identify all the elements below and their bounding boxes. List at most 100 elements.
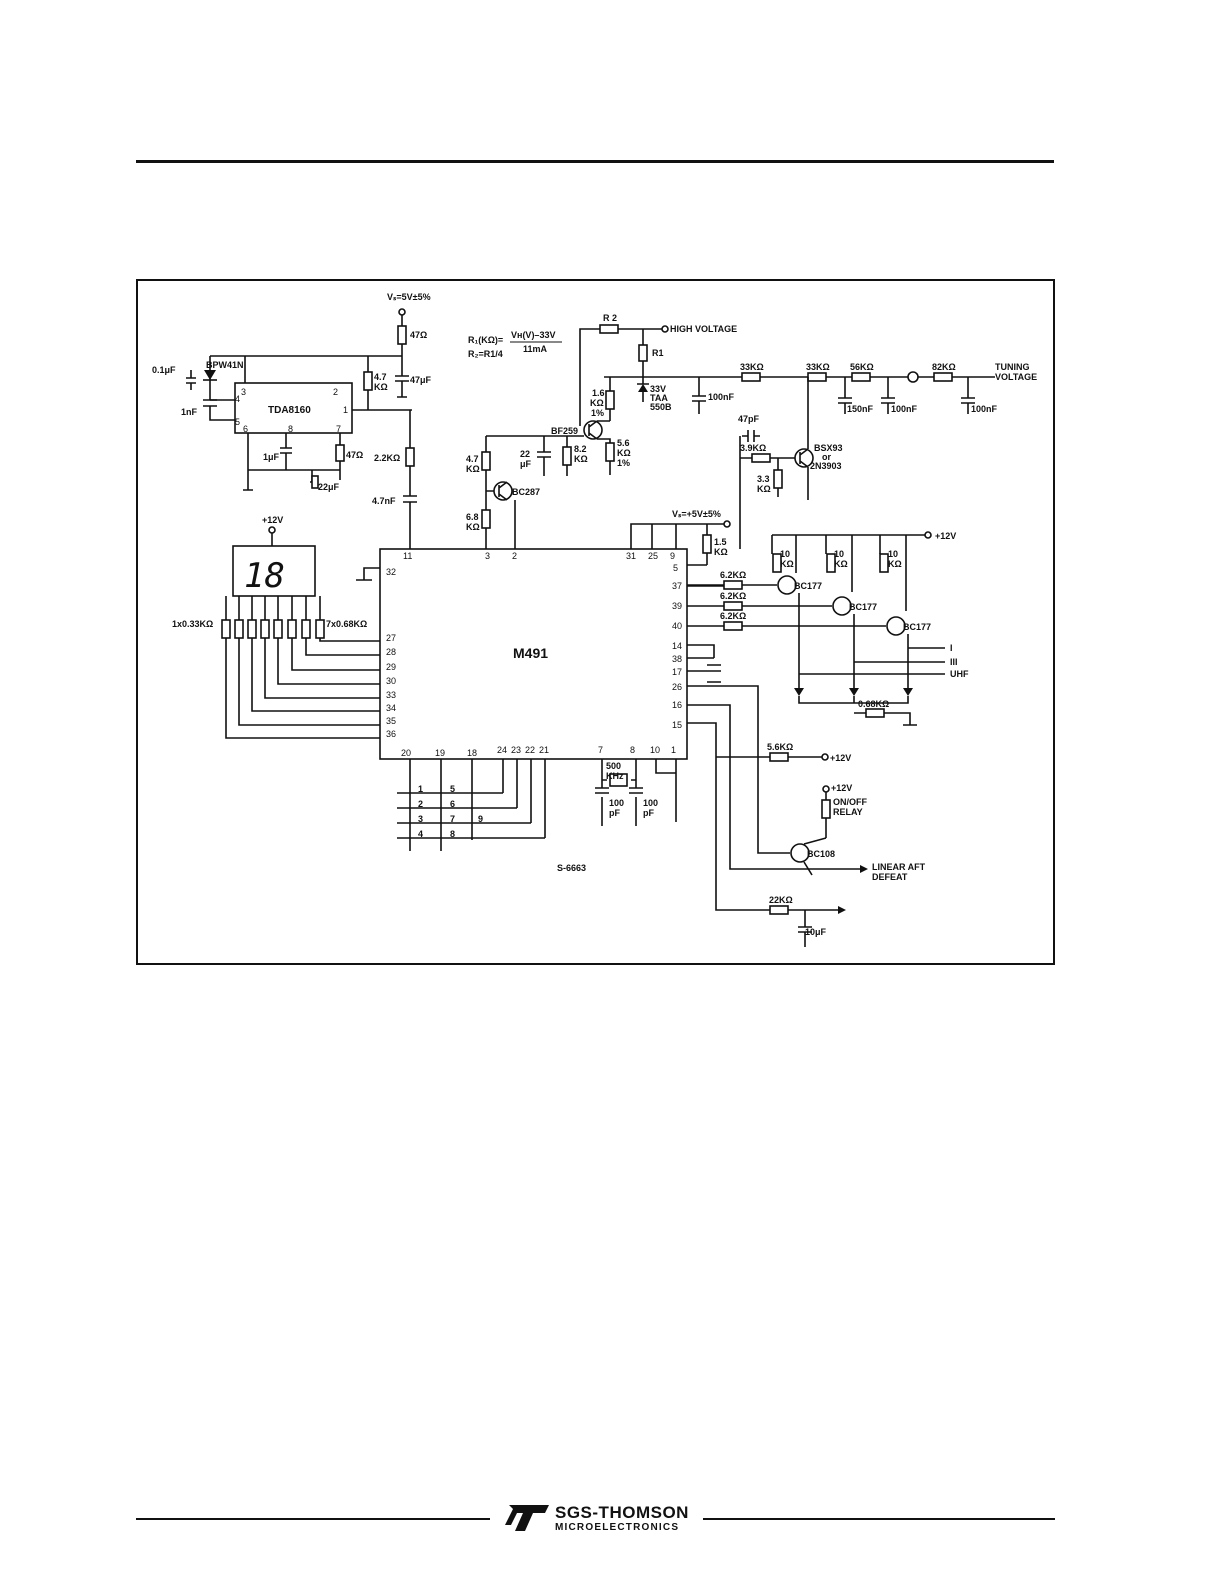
label-relay-b: RELAY xyxy=(833,807,863,817)
label-r-2k2: 2.2KΩ xyxy=(374,453,400,463)
formula-r2: R₂=R1/4 xyxy=(468,349,503,359)
label-band-uhf: UHF xyxy=(950,669,969,679)
key-8: 8 xyxy=(450,829,455,839)
label-c-1uF: 1μF xyxy=(263,452,280,462)
wire-crystal xyxy=(601,759,677,826)
tda-pin-1: 1 xyxy=(343,405,348,415)
label-xtal-b: KHz xyxy=(606,771,624,781)
vs-top-label: Vₛ=5V±5% xyxy=(387,292,431,302)
r-seg-d xyxy=(273,619,283,639)
label-plus12-band: +12V xyxy=(935,531,956,541)
transistor-bc177-a xyxy=(777,575,797,595)
r-3k3 xyxy=(773,469,783,489)
label-r-3k9: 3.9KΩ xyxy=(740,443,766,453)
brand-subtitle: MICROELECTRONICS xyxy=(555,1522,680,1533)
wire-vs xyxy=(245,315,403,357)
label-r-6k8-a: 6.8 xyxy=(466,512,479,522)
c-100nF-b xyxy=(881,377,895,414)
tda-pin-7: 7 xyxy=(336,424,341,434)
label-r-10k-b1: 10 xyxy=(834,549,844,559)
label-r-8k2-b: KΩ xyxy=(574,454,588,464)
label-xtal-a: 500 xyxy=(606,761,621,771)
label-tuning-2: VOLTAGE xyxy=(995,372,1037,382)
key-5: 5 xyxy=(450,784,455,794)
label-bc287: BC287 xyxy=(512,487,540,497)
label-c-100pF-a2: pF xyxy=(609,808,620,818)
relay-coil xyxy=(821,799,831,819)
band-leds xyxy=(794,688,913,696)
label-r-5k6-b: 5.6KΩ xyxy=(767,742,793,752)
label-r-4k7b-a: 4.7 xyxy=(466,454,479,464)
label-r-4k7b-b: KΩ xyxy=(466,464,480,474)
crystal-500khz xyxy=(609,773,628,787)
label-zener-a: 33V xyxy=(650,384,666,394)
label-r-1k5-a: 1.5 xyxy=(714,537,727,547)
label-r-6k2-b: 6.2KΩ xyxy=(720,591,746,601)
st-logo-icon xyxy=(505,1505,549,1531)
pin-5: 5 xyxy=(673,563,678,573)
label-aft-b: DEFEAT xyxy=(872,872,908,882)
label-r-1k6-b: KΩ xyxy=(590,398,604,408)
schematic-frame xyxy=(136,279,1055,965)
label-r-22k: 22KΩ xyxy=(769,895,793,905)
r-22k xyxy=(769,905,789,915)
c-22uF xyxy=(311,475,319,489)
pin-36: 36 xyxy=(386,729,396,739)
r-seg-a xyxy=(234,619,244,639)
pin-24: 24 xyxy=(497,745,507,755)
label-r-47-low: 47Ω xyxy=(346,450,363,460)
pin-32: 32 xyxy=(386,567,396,577)
pin-3: 3 xyxy=(485,551,490,561)
r-10k-c xyxy=(879,553,889,573)
label-relay-a: ON/OFF xyxy=(833,797,867,807)
header-rule xyxy=(136,160,1054,163)
c-01uF xyxy=(186,370,196,390)
wire-pins-14-38-17 xyxy=(687,644,721,683)
tda-pin-8: 8 xyxy=(288,424,293,434)
c-47pF xyxy=(747,430,755,442)
r-82k xyxy=(933,372,953,382)
display-supply-terminal xyxy=(268,526,276,534)
pin-8: 8 xyxy=(630,745,635,755)
pin-40: 40 xyxy=(672,621,682,631)
volume-arrow xyxy=(838,906,846,914)
pin-10: 10 xyxy=(650,745,660,755)
label-r-47-top: 47Ω xyxy=(410,330,427,340)
pin-7: 7 xyxy=(598,745,603,755)
r-33k-b xyxy=(807,372,827,382)
label-bf259: BF259 xyxy=(551,426,578,436)
label-bc108: BC108 xyxy=(807,849,835,859)
label-bsx93-a: BSX93 xyxy=(814,443,843,453)
formula-r1: R₁(KΩ)= xyxy=(468,335,503,345)
r-8k2 xyxy=(562,446,572,466)
key-7: 7 xyxy=(450,814,455,824)
r-33k-a xyxy=(741,372,761,382)
label-c-22-b: μF xyxy=(520,459,532,469)
r-seg-b xyxy=(247,619,257,639)
c-47uF xyxy=(395,356,409,398)
wire-band-bases xyxy=(687,584,886,627)
aft-arrow xyxy=(860,865,868,873)
label-r-0k68: 7x0.68KΩ xyxy=(326,619,367,629)
wire-band-out xyxy=(798,593,945,688)
ground-symbol xyxy=(356,567,380,581)
label-r-0k33: 1x0.33KΩ xyxy=(172,619,213,629)
keyboard-matrix xyxy=(397,759,546,851)
label-c-47pF: 47pF xyxy=(738,414,760,424)
key-9: 9 xyxy=(478,814,483,824)
r-1k6 xyxy=(605,390,615,410)
plus12-b-terminal xyxy=(821,753,829,761)
label-r-5k6-c: 1% xyxy=(617,458,630,468)
pin-28: 28 xyxy=(386,647,396,657)
label-r-0k68-b: 0.68KΩ xyxy=(858,699,889,709)
c-150nF xyxy=(838,377,852,414)
label-r-3k3-a: 3.3 xyxy=(757,474,770,484)
label-c-1nF: 1nF xyxy=(181,407,198,417)
label-bsx93-b: or xyxy=(822,452,831,462)
label-c-100pF-b2: pF xyxy=(643,808,654,818)
label-r-6k8-b: KΩ xyxy=(466,522,480,532)
label-c-4n7: 4.7nF xyxy=(372,496,396,506)
bc287-symbol xyxy=(498,481,516,549)
test-point xyxy=(907,371,919,383)
tda-pin-5: 5 xyxy=(235,417,240,427)
